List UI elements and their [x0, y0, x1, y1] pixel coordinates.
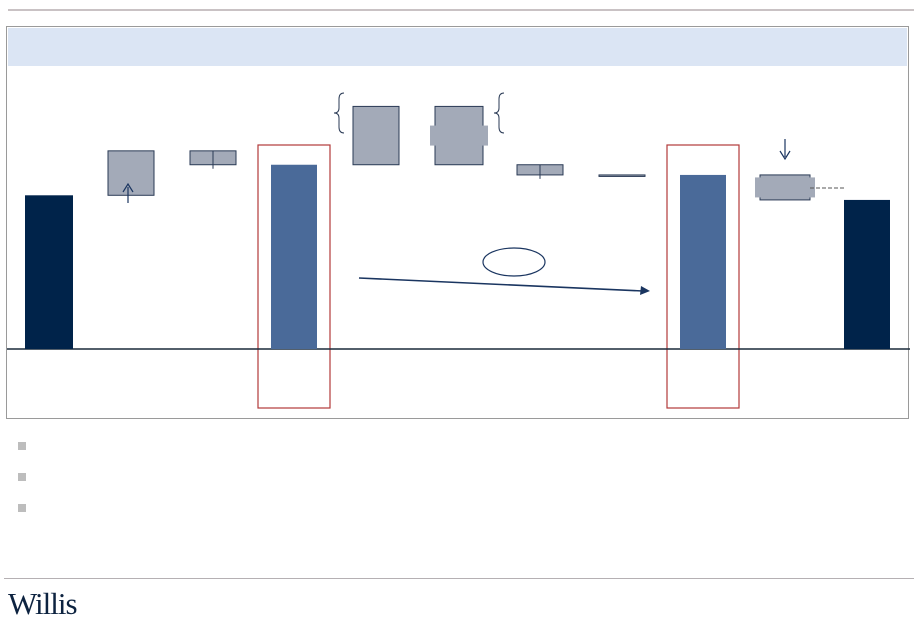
waterfall-chart	[7, 92, 910, 409]
box-side-tab	[755, 177, 765, 198]
total-bar	[25, 195, 73, 349]
bullet-square-icon	[18, 504, 26, 512]
down-arrow-icon	[779, 150, 791, 161]
subtotal-bar	[680, 174, 726, 349]
waterfall-step-bar	[434, 105, 484, 166]
trend-arrow-head-icon	[640, 286, 650, 295]
box-side-tab	[478, 125, 488, 146]
trend-arrow-line	[358, 277, 644, 292]
top-rule	[8, 9, 914, 11]
bullet-item	[18, 469, 898, 500]
bullet-square-icon	[18, 442, 26, 450]
bottom-rule	[4, 578, 914, 579]
subtotal-bar	[271, 164, 317, 349]
up-arrow-icon	[122, 182, 134, 193]
chart-header-band	[8, 28, 907, 66]
waterfall-step-bar	[352, 105, 400, 166]
total-bar	[844, 199, 890, 349]
callout-ellipse	[482, 247, 546, 277]
bullet-list	[18, 438, 898, 531]
waterfall-step-bar	[759, 174, 811, 201]
bullet-item	[18, 500, 898, 531]
left-brace	[333, 92, 345, 134]
box-side-tab	[430, 125, 440, 146]
bullet-square-icon	[18, 473, 26, 481]
highlight-outline	[257, 144, 331, 409]
bullet-item	[18, 438, 898, 469]
waterfall-step-bar	[598, 174, 646, 177]
willis-logo: Willis	[8, 586, 78, 621]
highlight-outline	[666, 144, 740, 409]
chart-frame	[6, 26, 910, 419]
right-brace	[493, 92, 505, 134]
box-side-tab	[805, 177, 815, 198]
